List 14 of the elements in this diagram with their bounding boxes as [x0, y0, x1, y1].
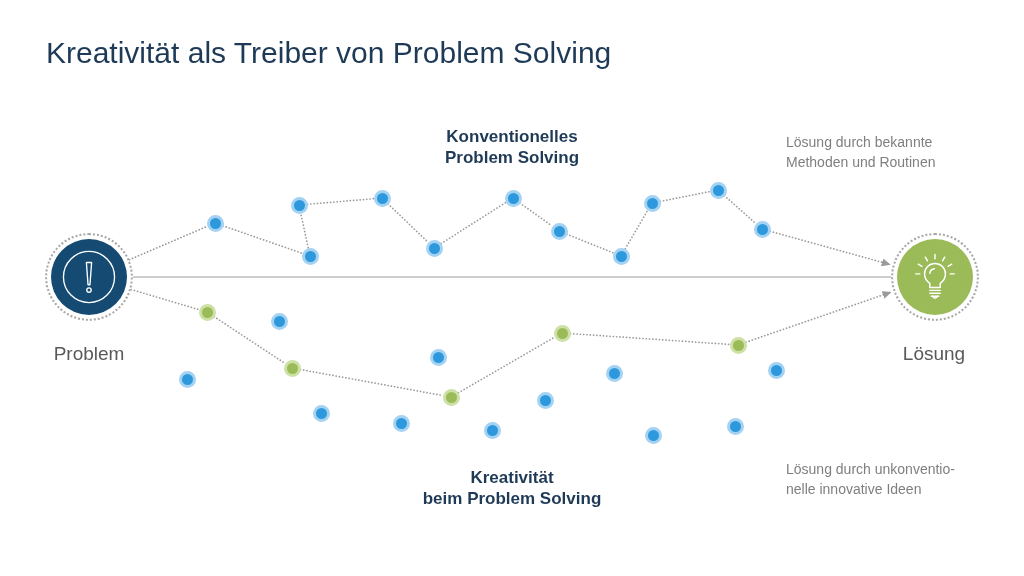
solid-line	[132, 276, 892, 278]
description-text: Lösung durch unkonventio- nelle innovative Ideen	[786, 460, 956, 499]
dotted-line	[566, 233, 614, 254]
dotted-line	[387, 203, 429, 243]
slide-title: Kreativität als Treiber von Problem Solving	[46, 35, 612, 71]
description-text: Lösung durch bekannte Methoden und Routinen	[786, 133, 937, 172]
dotted-line	[299, 212, 310, 249]
dotted-arrow	[745, 291, 893, 344]
dotted-line	[128, 225, 209, 261]
dotted-line	[222, 224, 303, 255]
circle-caption: Problem	[53, 342, 125, 366]
circle-caption: Lösung	[902, 342, 966, 366]
section-heading: Konventionelles Problem Solving	[444, 126, 580, 168]
section-heading: Kreativität beim Problem Solving	[422, 467, 602, 509]
